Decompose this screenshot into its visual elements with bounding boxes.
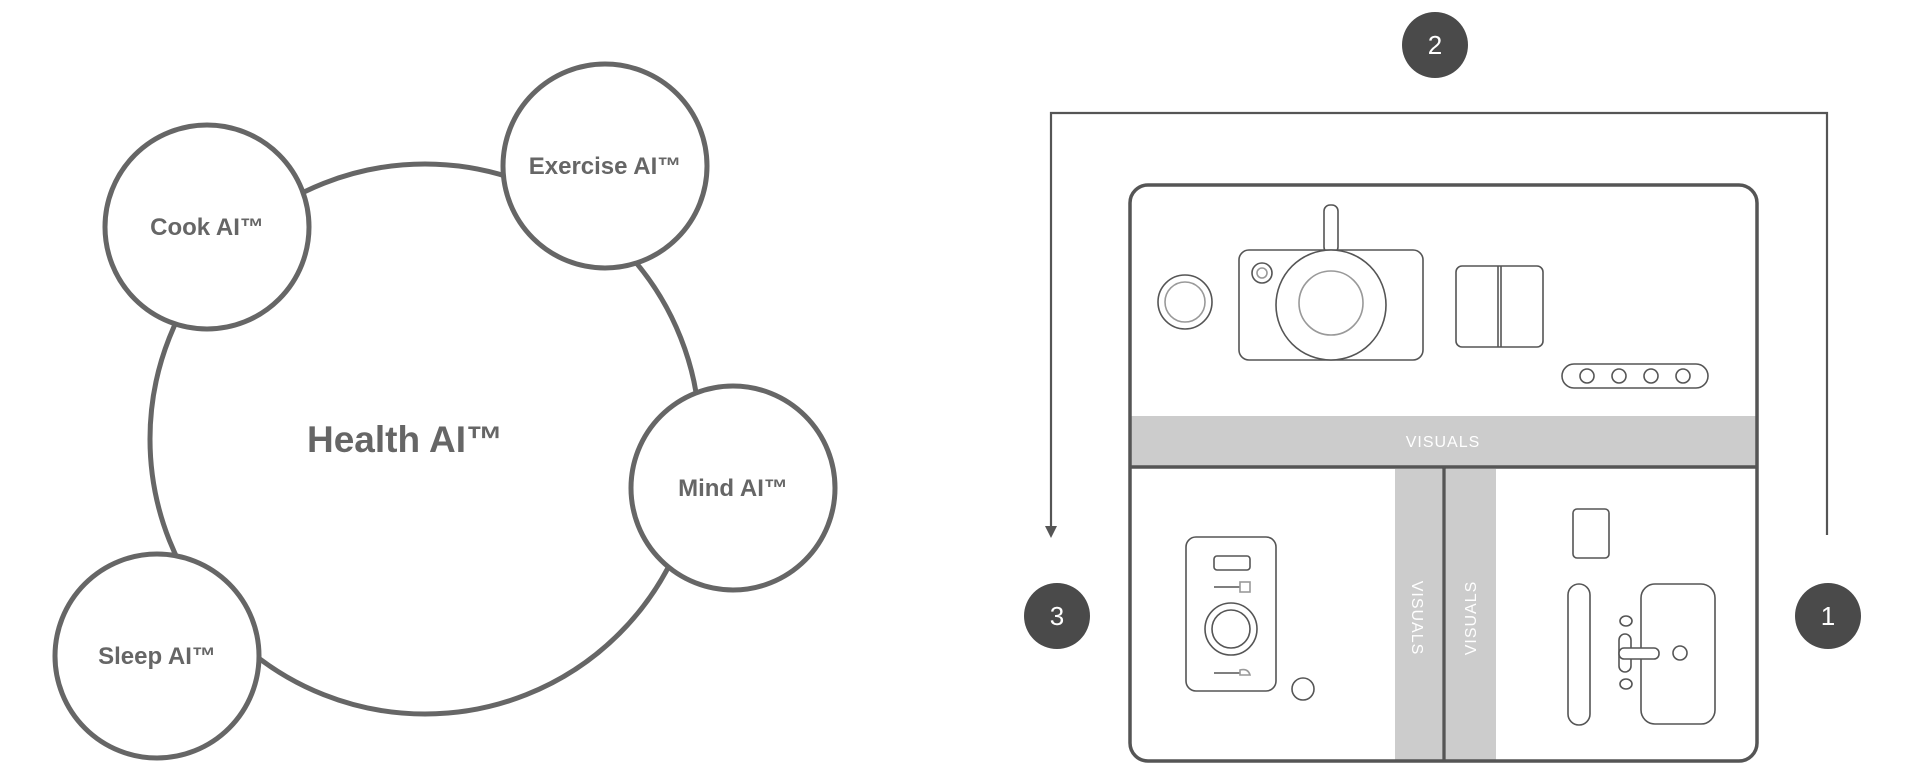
- svg-text:1: 1: [1821, 601, 1835, 631]
- mind-ai-node: Mind AI™: [628, 383, 838, 593]
- badge-1: 1: [1795, 583, 1861, 649]
- visuals-band-vertical-right: [1446, 469, 1496, 761]
- appliance-icon: [1185, 536, 1277, 692]
- flow-arrow-head: [1045, 526, 1057, 538]
- cook-ai-node: Cook AI™: [102, 122, 312, 332]
- exercise-ai-node: Exercise AI™: [500, 61, 710, 271]
- svg-text:3: 3: [1050, 601, 1064, 631]
- cook-ai-label: Cook AI™: [150, 214, 264, 241]
- badge-3: 3: [1024, 583, 1090, 649]
- small-knob-icon: [1291, 677, 1315, 701]
- sleep-ai-node: Sleep AI™: [52, 551, 262, 761]
- cabinet-icon: [1567, 508, 1610, 726]
- cooktop-icon: [1238, 204, 1424, 361]
- badge-2: 2: [1402, 12, 1468, 78]
- visuals-band-horizontal: [1130, 416, 1756, 466]
- kitchen-flow-diagram: 2 3 1 VISUALS VISUALS VISUALS: [1024, 12, 1861, 763]
- svg-text:2: 2: [1428, 30, 1442, 60]
- exercise-ai-label: Exercise AI™: [529, 153, 682, 180]
- visuals-band-horizontal-label: VISUALS: [1406, 434, 1481, 451]
- visuals-band-vertical-left: [1395, 469, 1442, 761]
- visuals-band-vertical-right-label: VISUALS: [1463, 581, 1480, 656]
- knob-icon: [1157, 274, 1213, 330]
- fridge-icon: [1455, 265, 1544, 348]
- visuals-band-vertical-left-label: VISUALS: [1408, 581, 1425, 656]
- mind-ai-label: Mind AI™: [678, 475, 788, 502]
- health-ai-label: Health AI™: [307, 419, 503, 460]
- knob-strip-icon: [1561, 363, 1709, 389]
- sink-icon: [1618, 583, 1716, 725]
- sleep-ai-label: Sleep AI™: [98, 643, 216, 670]
- health-ai-ecosystem: Health AI™ Cook AI™ Exercise AI™ Mind AI…: [52, 61, 838, 761]
- flow-arrow-path: [1049, 111, 1829, 535]
